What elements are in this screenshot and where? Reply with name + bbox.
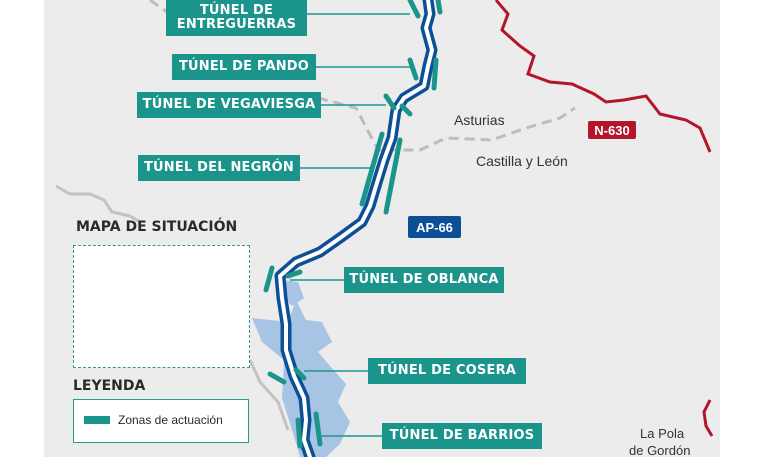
tunnel-label-pando-text: TÚNEL DE PANDO	[178, 59, 310, 74]
tunnel-label-vegaviesga-text: TÚNEL DE VEGAVIESGA	[142, 97, 316, 112]
tunnel-label-barrios: TÚNEL DE BARRIOS	[382, 423, 542, 449]
legend-swatch-zone	[84, 416, 110, 424]
place-la-pola: La Pola	[640, 426, 685, 441]
intervention-zones	[263, 0, 443, 449]
legend-label-zone: Zonas de actuación	[118, 413, 223, 427]
inset-label-leon: LEÓN	[147, 334, 181, 347]
secondary-road-south	[248, 359, 290, 431]
regional-border	[317, 96, 576, 152]
zone-negron-east	[383, 137, 403, 215]
tunnel-label-negron-text: TÚNEL DEL NEGRÓN	[143, 160, 295, 175]
place-asturias: Asturias	[454, 112, 505, 128]
motorway-ap66-centre	[278, 0, 434, 457]
secondary-road	[55, 184, 141, 224]
zone-barrios	[295, 417, 303, 449]
leader-lines	[290, 13, 412, 437]
tunnel-label-oblanca-text: TÚNEL DE OBLANCA	[349, 272, 499, 287]
zone-negron	[359, 131, 385, 207]
tunnel-label-entreguerras-line1: TÚNEL DE	[199, 3, 274, 18]
road-badge-n630: N-630	[588, 121, 636, 139]
inset-label-asturias: ASTURIAS	[133, 276, 195, 289]
tunnel-label-entreguerras: TÚNEL DE ENTREGUERRAS	[166, 0, 307, 36]
zone-oblanca	[263, 265, 275, 293]
zone-oblanca-east	[285, 269, 303, 279]
zone-cosera-east	[293, 367, 307, 381]
zone-vegaviesga-east	[399, 103, 413, 117]
zone-pando	[407, 57, 419, 81]
right-margin	[720, 0, 760, 457]
situation-map-box	[73, 245, 250, 368]
road-n630-south	[702, 399, 714, 437]
tunnel-label-cosera: TÚNEL DE COSERA	[368, 358, 526, 384]
tunnel-label-negron: TÚNEL DEL NEGRÓN	[138, 155, 300, 181]
zone-vegaviesga	[383, 93, 397, 111]
tunnel-label-cosera-text: TÚNEL DE COSERA	[377, 363, 517, 378]
zone-cosera	[267, 371, 287, 385]
legend-title: LEYENDA	[73, 378, 146, 394]
zone-barrios-east	[313, 411, 323, 447]
legend-box: Zonas de actuación	[73, 399, 249, 443]
road-n630	[494, 0, 712, 153]
zone-pando-east	[431, 57, 439, 91]
tunnel-label-oblanca: TÚNEL DE OBLANCA	[344, 267, 504, 293]
road-badge-n630-text: N-630	[594, 122, 630, 138]
tunnel-label-vegaviesga: TÚNEL DE VEGAVIESGA	[137, 92, 321, 118]
road-badge-ap66-text: AP-66	[416, 219, 453, 235]
tunnel-label-pando: TÚNEL DE PANDO	[172, 54, 316, 80]
place-castilla-y-leon: Castilla y León	[476, 153, 568, 169]
situation-map-title: MAPA DE SITUACIÓN	[76, 219, 238, 235]
road-badge-ap66: AP-66	[408, 216, 461, 238]
zone-entreguerras-east	[435, 0, 443, 15]
tunnel-label-entreguerras-line2: ENTREGUERRAS	[176, 17, 297, 32]
zone-entreguerras	[407, 0, 421, 19]
place-de-gordon: de Gordón	[629, 443, 691, 458]
tunnel-label-barrios-text: TÚNEL DE BARRIOS	[389, 428, 535, 443]
